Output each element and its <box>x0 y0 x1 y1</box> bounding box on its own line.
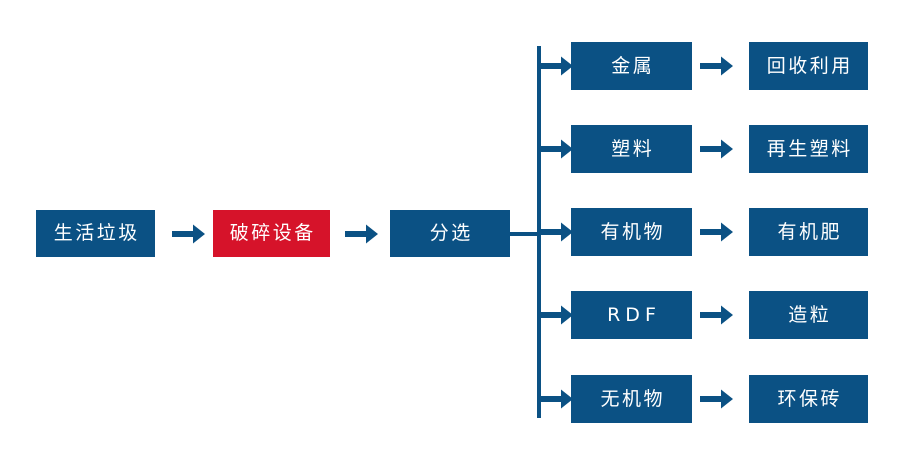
branch-material-inorganic[interactable]: 无机物 <box>571 375 692 423</box>
flow-node-sorting[interactable]: 分选 <box>390 210 510 257</box>
flow-node-crusher[interactable]: 破碎设备 <box>213 210 330 257</box>
branch-product-plastic[interactable]: 再生塑料 <box>749 125 868 173</box>
arrow-right-icon <box>700 53 734 79</box>
arrow-right-icon <box>700 386 734 412</box>
arrow-right-icon <box>540 302 574 328</box>
arrow-right-icon <box>172 221 206 247</box>
branch-material-organic[interactable]: 有机物 <box>571 208 692 256</box>
arrow-right-icon <box>540 136 574 162</box>
arrow-right-icon <box>700 302 734 328</box>
arrow-right-icon <box>345 221 379 247</box>
flow-node-waste[interactable]: 生活垃圾 <box>36 210 155 257</box>
spine-feed-connector <box>510 232 538 236</box>
arrow-right-icon <box>540 219 574 245</box>
arrow-right-icon <box>700 136 734 162</box>
arrow-right-icon <box>540 386 574 412</box>
branch-product-pelletizing[interactable]: 造粒 <box>749 291 868 339</box>
branch-product-organic-fertilizer[interactable]: 有机肥 <box>749 208 868 256</box>
branch-material-rdf[interactable]: RDF <box>571 291 692 339</box>
branch-product-eco-brick[interactable]: 环保砖 <box>749 375 868 423</box>
branch-material-metal[interactable]: 金属 <box>571 42 692 90</box>
branch-spine-line <box>537 46 541 418</box>
branch-product-metal[interactable]: 回收利用 <box>749 42 868 90</box>
arrow-right-icon <box>700 219 734 245</box>
branch-material-plastic[interactable]: 塑料 <box>571 125 692 173</box>
arrow-right-icon <box>540 53 574 79</box>
